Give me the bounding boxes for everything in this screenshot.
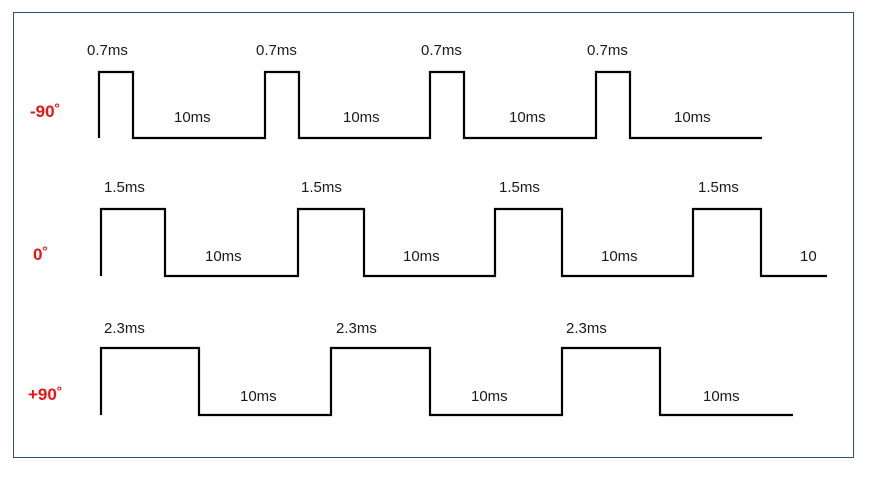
pulse-label: 0.7ms xyxy=(87,42,128,59)
gap-label: 10 xyxy=(800,248,817,265)
pulse-label: 1.5ms xyxy=(301,179,342,196)
gap-label: 10ms xyxy=(403,248,440,265)
gap-label: 10ms xyxy=(240,388,277,405)
pulse-label: 2.3ms xyxy=(566,320,607,337)
waveform-0 xyxy=(99,207,827,278)
pulse-label: 1.5ms xyxy=(104,179,145,196)
gap-label: 10ms xyxy=(601,248,638,265)
waveform-plus-90 xyxy=(99,346,793,417)
waveform-row-0: 0˚ 1.5ms 1.5ms 1.5ms 1.5ms 10ms 10ms 10m… xyxy=(33,179,827,278)
gap-label: 10ms xyxy=(174,109,211,126)
gap-label: 10ms xyxy=(343,109,380,126)
waveform-row-plus-90: +90˚ 2.3ms 2.3ms 2.3ms 10ms 10ms 10ms xyxy=(28,320,793,417)
waveform-minus-90 xyxy=(97,70,762,140)
angle-label-0: 0˚ xyxy=(33,245,48,264)
angle-label-minus-90: -90˚ xyxy=(30,102,60,121)
pulse-label: 1.5ms xyxy=(499,179,540,196)
pulse-label: 0.7ms xyxy=(421,42,462,59)
waveform-row-minus-90: -90˚ 0.7ms 0.7ms 0.7ms 0.7ms 10ms 10ms 1… xyxy=(30,42,762,140)
pulse-label: 0.7ms xyxy=(587,42,628,59)
pulse-label: 1.5ms xyxy=(698,179,739,196)
diagram-frame xyxy=(13,12,854,458)
gap-label: 10ms xyxy=(509,109,546,126)
pulse-label: 2.3ms xyxy=(336,320,377,337)
gap-label: 10ms xyxy=(674,109,711,126)
pulse-label: 2.3ms xyxy=(104,320,145,337)
pulse-label: 0.7ms xyxy=(256,42,297,59)
angle-label-plus-90: +90˚ xyxy=(28,385,63,404)
gap-label: 10ms xyxy=(703,388,740,405)
gap-label: 10ms xyxy=(471,388,508,405)
gap-label: 10ms xyxy=(205,248,242,265)
